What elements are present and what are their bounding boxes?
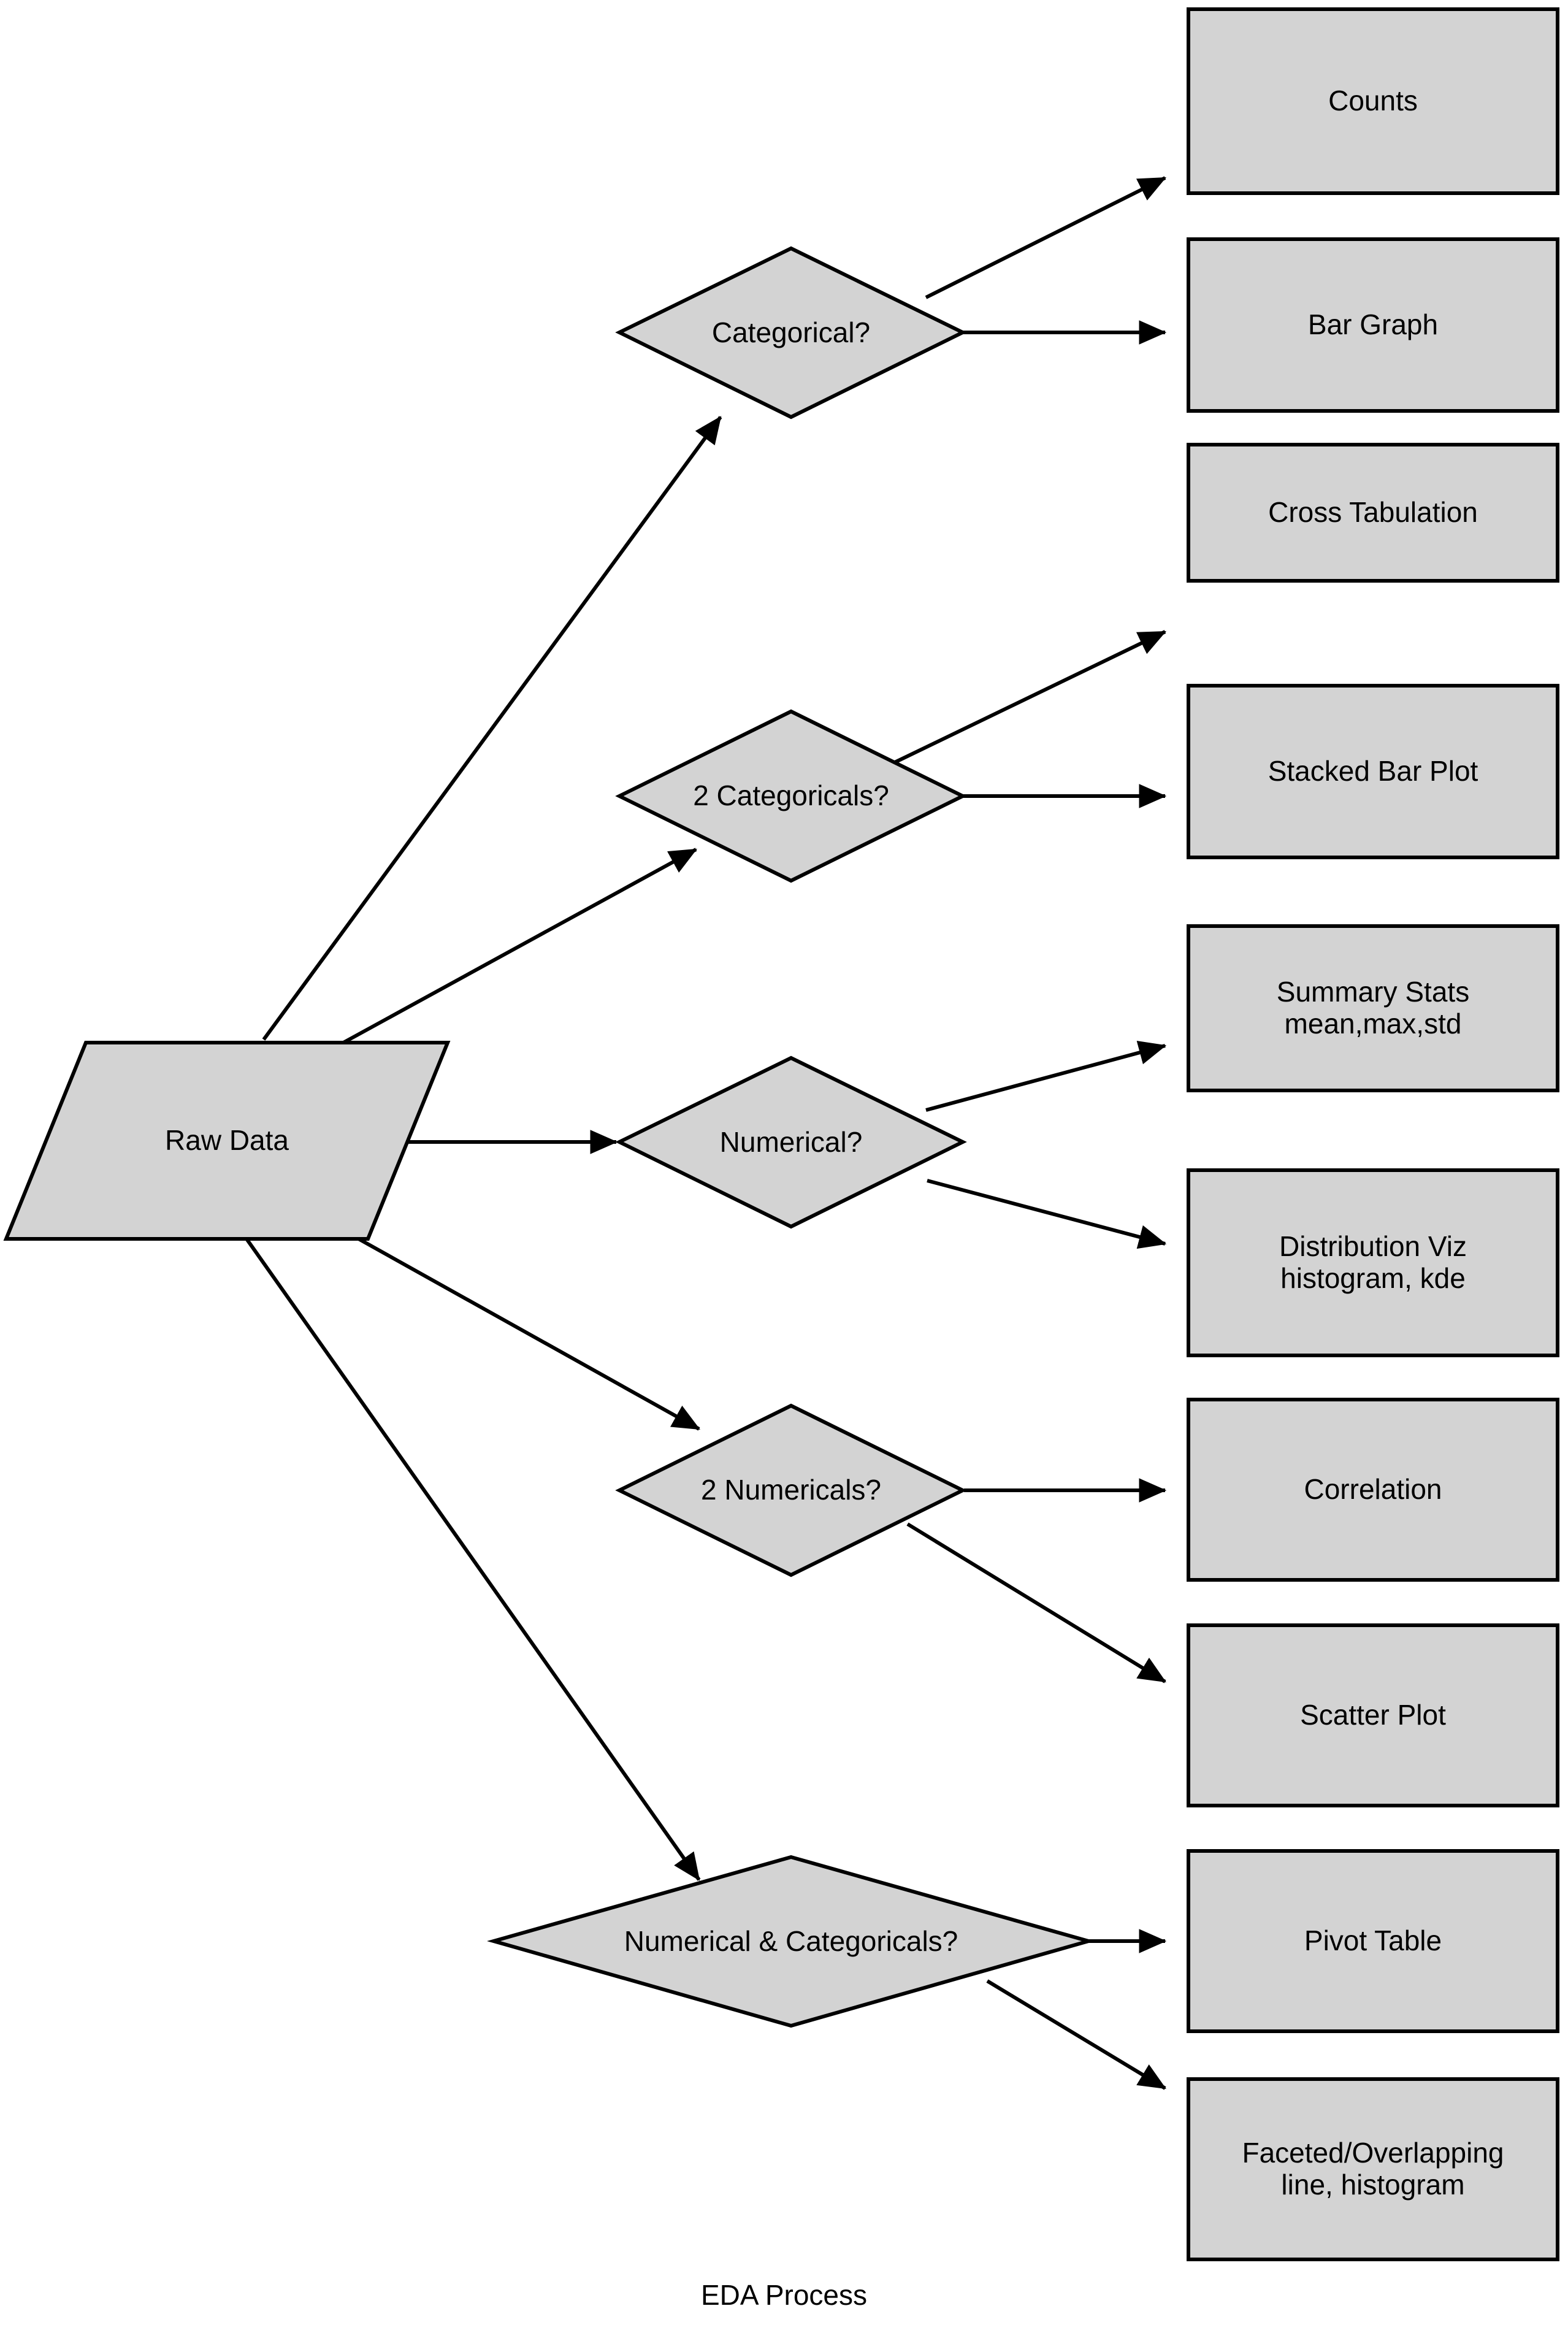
node-numerical-and-categoricals[interactable] (487, 1855, 1095, 2028)
edge-rawdata-two-categoricals (342, 848, 697, 1044)
node-two-numericals[interactable] (615, 1403, 967, 1577)
node-group (3, 7, 1559, 2261)
edge-rawdata-two-numericals (330, 1222, 700, 1431)
node-scatter-plot[interactable] (1187, 1623, 1559, 1807)
edge-numcat-faceted-overlapping (986, 1979, 1166, 2090)
edge-two-categoricals-cross-tabulation (891, 630, 1167, 765)
node-distribution-viz[interactable] (1187, 1168, 1559, 1357)
edge-group (240, 176, 1167, 2090)
diagram-caption: EDA Process (701, 2279, 867, 2311)
edge-rawdata-numerical-categoricals (240, 1232, 701, 1881)
edge-numerical-distribution-viz (927, 1179, 1167, 1249)
node-cross-tabulation[interactable] (1187, 443, 1559, 583)
node-faceted-overlapping[interactable] (1187, 2077, 1559, 2261)
edge-rawdata-categorical (262, 416, 722, 1041)
node-raw-data[interactable] (3, 1041, 451, 1241)
node-categorical[interactable] (615, 246, 967, 419)
node-stacked-bar-plot[interactable] (1187, 684, 1559, 859)
node-counts[interactable] (1187, 7, 1559, 195)
edge-numerical-summary-stats (925, 1040, 1167, 1112)
node-numerical[interactable] (615, 1055, 967, 1229)
node-bar-graph[interactable] (1187, 237, 1559, 413)
node-two-categoricals[interactable] (615, 709, 967, 883)
edge-two-numericals-scatter-plot (906, 1522, 1166, 1684)
edge-categorical-counts (925, 176, 1167, 299)
node-summary-stats[interactable] (1187, 924, 1559, 1092)
node-correlation[interactable] (1187, 1398, 1559, 1582)
node-pivot-table[interactable] (1187, 1849, 1559, 2033)
